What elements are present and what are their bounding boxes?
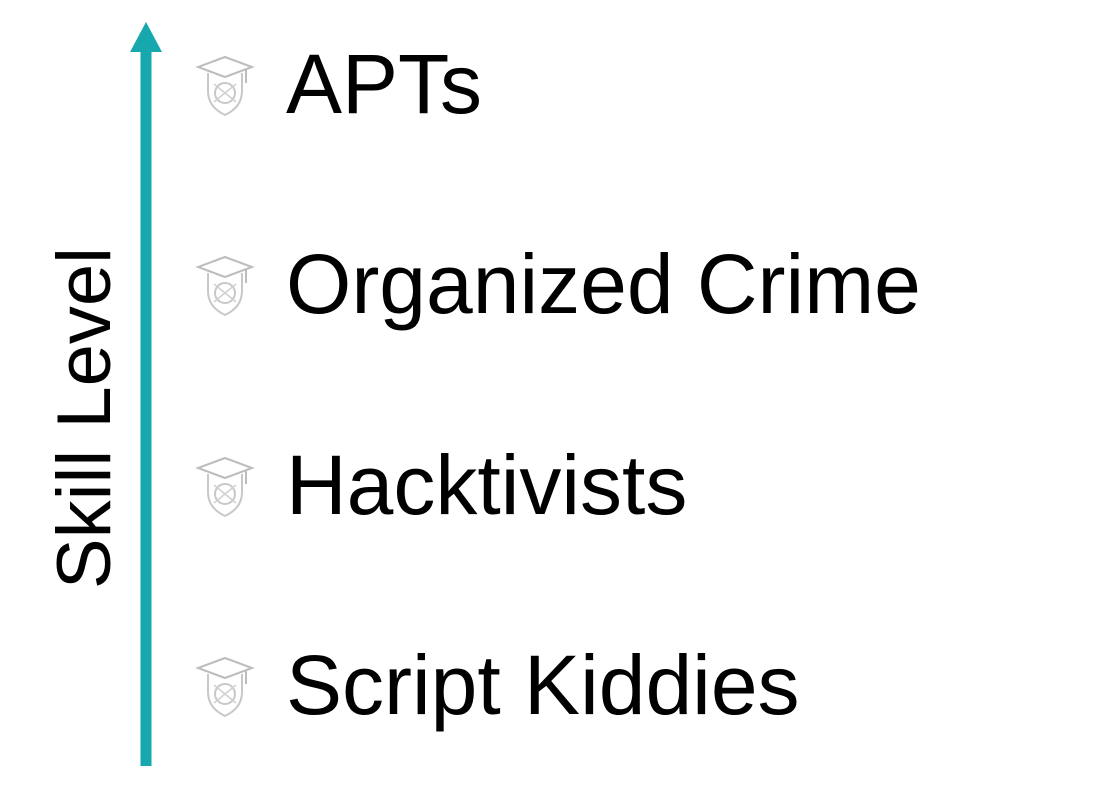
tier-item: Script Kiddies xyxy=(190,630,800,740)
tier-label-organized-crime: Organized Crime xyxy=(286,237,921,331)
tier-label-script-kiddies: Script Kiddies xyxy=(286,638,800,732)
graduation-cap-shield-icon xyxy=(190,49,260,119)
graduation-cap-shield-icon xyxy=(190,450,260,520)
axis-label: Skill Level xyxy=(42,246,127,590)
graduation-cap-shield-icon xyxy=(190,650,260,720)
tier-item: Hacktivists xyxy=(190,430,687,540)
skill-level-axis: Skill Level xyxy=(0,0,200,786)
tier-item: Organized Crime xyxy=(190,229,921,339)
tier-item: APTs xyxy=(190,29,482,139)
upward-arrow-icon xyxy=(130,22,162,766)
graduation-cap-shield-icon xyxy=(190,249,260,319)
tier-label-hacktivists: Hacktivists xyxy=(286,438,688,532)
tier-label-apts: APTs xyxy=(286,37,483,131)
